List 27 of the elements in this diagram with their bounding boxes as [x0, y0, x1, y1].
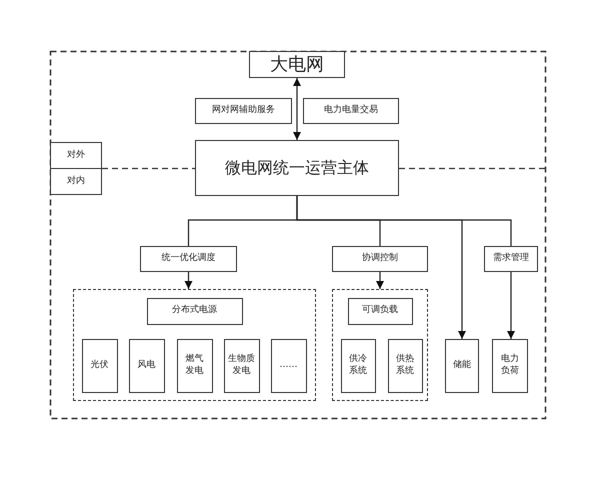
dashed-group-box [332, 289, 428, 401]
arrow [184, 272, 192, 289]
component-box: …… [270, 338, 306, 392]
component-box: 电力负荷 [492, 339, 528, 393]
dashed-group-box [73, 289, 316, 401]
entity-box: 大电网 [249, 51, 345, 78]
component-box: 供冷系统 [340, 338, 376, 392]
component-box: 燃气发电 [176, 338, 212, 392]
component-box: 生物质发电 [224, 338, 260, 392]
arrow [376, 272, 384, 289]
process-box: 可调负载 [348, 298, 412, 324]
process-box: 需求管理 [484, 246, 538, 272]
component-box: 储能 [445, 339, 479, 393]
process-box: 分布式电源 [146, 298, 242, 324]
component-box: 风电 [128, 338, 164, 392]
component-box: 光伏 [82, 338, 118, 392]
entity-box: 微电网统一运营主体 [195, 140, 399, 196]
arrow [507, 272, 515, 339]
process-box: 网对网辅助服务 [195, 98, 292, 124]
side-label-box: 对外 [50, 142, 102, 169]
component-box: 供热系统 [388, 338, 422, 392]
arrow [293, 78, 301, 140]
process-box: 电力电量交易 [303, 98, 399, 124]
connector-line [296, 196, 512, 246]
side-label-box: 对内 [50, 168, 102, 195]
process-box: 统一优化调度 [140, 246, 237, 272]
process-box: 协调控制 [332, 246, 428, 272]
